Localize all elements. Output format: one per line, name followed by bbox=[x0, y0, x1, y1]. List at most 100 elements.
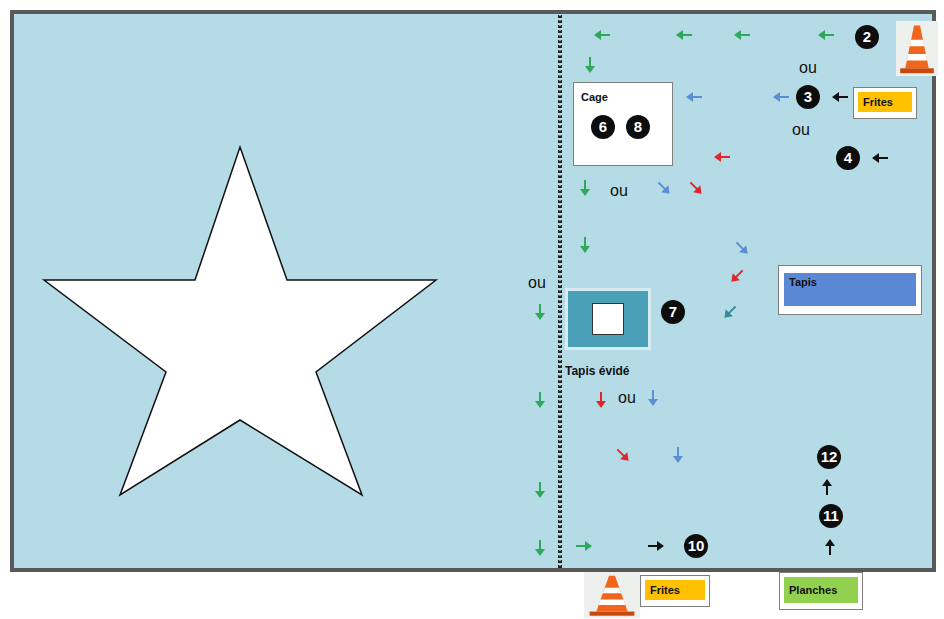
direction-arrow bbox=[714, 152, 730, 162]
arrow-head bbox=[822, 479, 832, 486]
callout-number: 2 bbox=[855, 25, 879, 49]
cone-base bbox=[900, 68, 934, 73]
direction-arrow bbox=[822, 479, 832, 495]
choice-word: ou bbox=[618, 389, 636, 407]
cage-box: Cage bbox=[573, 82, 673, 166]
callout-number: 4 bbox=[836, 146, 860, 170]
direction-arrow bbox=[825, 539, 835, 555]
node-label: Frites bbox=[858, 92, 912, 112]
cone-backdrop bbox=[584, 572, 640, 618]
arrow-head bbox=[686, 92, 693, 102]
choice-word: ou bbox=[528, 274, 546, 292]
direction-arrow bbox=[676, 30, 692, 40]
node-label: Planches bbox=[784, 577, 858, 603]
direction-arrow bbox=[594, 30, 610, 40]
cone-stripe bbox=[907, 40, 927, 61]
callout-number: 3 bbox=[796, 85, 820, 109]
arrow-head bbox=[585, 541, 592, 551]
callout-number: 11 bbox=[819, 504, 843, 528]
node-label: Tapis évidé bbox=[563, 364, 660, 378]
arrow-head bbox=[535, 401, 545, 408]
arrow-head bbox=[594, 30, 601, 40]
arrow-head bbox=[724, 309, 732, 317]
direction-arrow bbox=[648, 390, 658, 406]
callout-number: 8 bbox=[626, 115, 650, 139]
frites-box: Frites bbox=[640, 575, 710, 607]
direction-arrow bbox=[734, 30, 750, 40]
arrow-head bbox=[731, 273, 739, 281]
arrow-head bbox=[535, 313, 545, 320]
choice-word: ou bbox=[792, 121, 810, 139]
cone-base bbox=[590, 612, 635, 616]
direction-arrow bbox=[580, 180, 590, 196]
dashed-divider bbox=[558, 15, 562, 568]
frites-box: Frites bbox=[853, 87, 917, 119]
hollow-mat-shape bbox=[565, 288, 651, 350]
direction-arrow bbox=[576, 541, 592, 551]
arrow-head bbox=[648, 399, 658, 406]
choice-word: ou bbox=[799, 59, 817, 77]
arrow-head bbox=[580, 246, 590, 253]
cone-backdrop bbox=[896, 21, 938, 76]
arrow-head bbox=[818, 30, 825, 40]
direction-arrow bbox=[617, 449, 628, 460]
direction-arrow bbox=[736, 242, 747, 253]
traffic-cone-picture bbox=[896, 21, 938, 76]
direction-arrow bbox=[535, 540, 545, 556]
arrow-head bbox=[832, 92, 839, 102]
direction-arrow bbox=[596, 392, 606, 408]
arrow-head bbox=[676, 30, 683, 40]
direction-arrow bbox=[585, 57, 595, 73]
arrow-head bbox=[693, 185, 701, 193]
cone-stripe bbox=[599, 588, 626, 605]
arrow-head bbox=[739, 245, 747, 253]
cone-body bbox=[596, 576, 627, 612]
direction-arrow bbox=[773, 92, 789, 102]
cone-body bbox=[905, 25, 929, 68]
star-shape bbox=[44, 147, 436, 495]
direction-arrow bbox=[872, 153, 888, 163]
direction-arrow bbox=[818, 30, 834, 40]
direction-arrow bbox=[658, 182, 669, 193]
direction-arrow bbox=[673, 447, 683, 463]
direction-arrow bbox=[535, 392, 545, 408]
callout-number: 6 bbox=[591, 115, 615, 139]
arrow-head bbox=[872, 153, 879, 163]
choice-word: ou bbox=[610, 182, 628, 200]
arrow-head bbox=[620, 452, 628, 460]
arrow-head bbox=[714, 152, 721, 162]
arrow-head bbox=[773, 92, 780, 102]
direction-arrow bbox=[580, 237, 590, 253]
direction-arrow bbox=[686, 92, 702, 102]
direction-arrow bbox=[724, 306, 735, 317]
callout-number: 12 bbox=[817, 445, 841, 469]
tapis-box: Tapis bbox=[778, 265, 922, 315]
node-label: Tapis bbox=[784, 273, 916, 306]
arrow-head bbox=[585, 66, 595, 73]
arrow-head bbox=[661, 185, 669, 193]
arrow-head bbox=[535, 491, 545, 498]
direction-arrow bbox=[731, 270, 742, 281]
direction-arrow bbox=[535, 304, 545, 320]
dashed-divider-hatch bbox=[560, 15, 561, 568]
hollow-mat: Tapis évidé bbox=[563, 288, 660, 380]
direction-arrow bbox=[535, 482, 545, 498]
pool bbox=[12, 12, 934, 570]
direction-arrow bbox=[690, 182, 701, 193]
traffic-cone-picture bbox=[584, 572, 640, 618]
arrow-head bbox=[825, 539, 835, 546]
arrow-head bbox=[673, 456, 683, 463]
arrow-head bbox=[580, 189, 590, 196]
node-label: Frites bbox=[645, 580, 705, 600]
arrow-head bbox=[535, 549, 545, 556]
direction-arrow bbox=[648, 541, 664, 551]
callout-number: 10 bbox=[684, 534, 708, 558]
arrow-head bbox=[596, 401, 606, 408]
arrow-head bbox=[657, 541, 664, 551]
callout-number: 7 bbox=[661, 300, 685, 324]
hollow-mat-hole bbox=[592, 303, 624, 335]
arrow-head bbox=[734, 30, 741, 40]
planches-box: Planches bbox=[779, 572, 863, 610]
direction-arrow bbox=[832, 92, 848, 102]
